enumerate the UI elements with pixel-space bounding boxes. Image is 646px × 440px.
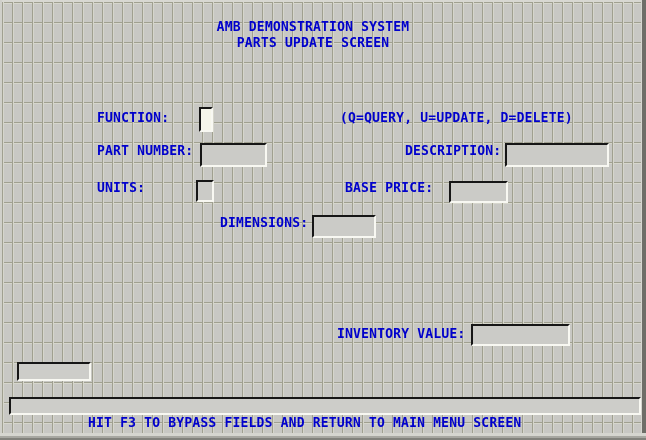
part-number-input[interactable] [200, 143, 267, 167]
status-field [17, 362, 91, 381]
footer-instruction: HIT F3 TO BYPASS FIELDS AND RETURN TO MA… [88, 416, 522, 431]
window-edge-bottom [0, 433, 646, 440]
window-edge-top [0, 0, 646, 2]
base-price-input[interactable] [449, 181, 508, 203]
function-hint: (Q=QUERY, U=UPDATE, D=DELETE) [340, 111, 573, 126]
description-label: DESCRIPTION: [405, 144, 502, 159]
app-title: AMB DEMONSTRATION SYSTEM [216, 20, 410, 35]
screen-title: PARTS UPDATE SCREEN [236, 36, 390, 51]
function-input[interactable] [199, 107, 213, 132]
function-label: FUNCTION: [97, 111, 170, 126]
message-bar [9, 397, 641, 415]
units-label: UNITS: [97, 181, 146, 196]
title-block: AMB DEMONSTRATION SYSTEM PARTS UPDATE SC… [0, 20, 626, 52]
units-input[interactable] [196, 180, 214, 202]
base-price-label: BASE PRICE: [345, 181, 434, 196]
description-input[interactable] [505, 143, 609, 167]
dimensions-label: DIMENSIONS: [220, 216, 309, 231]
part-number-label: PART NUMBER: [97, 144, 194, 159]
window-edge-right [641, 0, 646, 440]
dimensions-input[interactable] [312, 215, 376, 238]
inventory-value-label: INVENTORY VALUE: [337, 327, 466, 342]
inventory-value-input[interactable] [471, 324, 570, 346]
window-edge-left [0, 0, 2, 440]
